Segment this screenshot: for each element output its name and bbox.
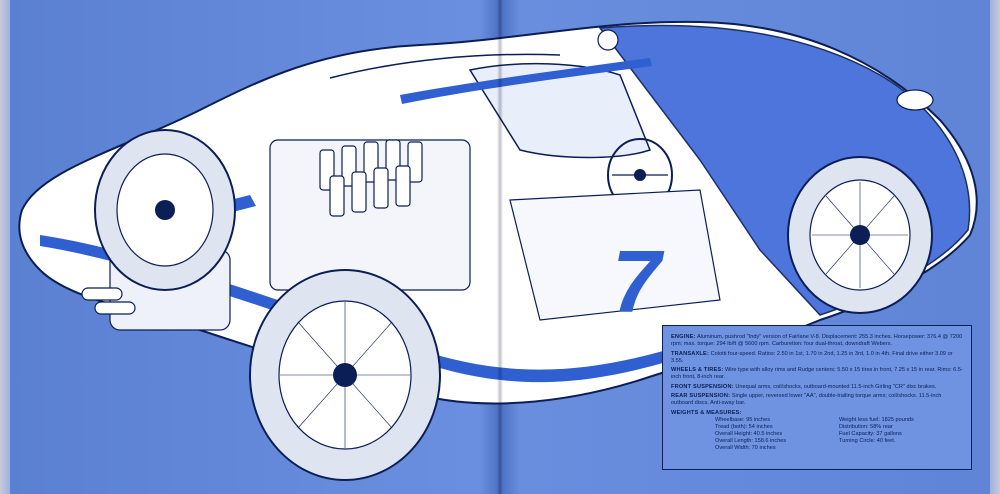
spec-text: Aluminum, pushrod "Indy" version of Fair…	[671, 334, 963, 347]
exhaust-pipes	[81, 287, 136, 315]
measure-left: Overall Width: 70 inches	[715, 444, 776, 451]
spec-text: Colotti four-speed. Ratios: 2.50 in 1st,…	[671, 350, 953, 364]
roof-outline	[329, 53, 561, 79]
measure-right: Weight less fuel: 1825 pounds	[839, 416, 914, 423]
spec-rear-suspension: REAR SUSPENSION: Single upper, reversed …	[671, 393, 963, 407]
spec-heading: WHEELS & TIRES:	[671, 367, 724, 373]
spec-text: Single upper, reversed lower "AA", doubl…	[671, 393, 942, 406]
rear-left-wheel	[94, 129, 236, 291]
spec-text: Wire type with alloy rims and Rudge cent…	[671, 367, 963, 380]
spec-engine: ENGINE: Aluminum, pushrod "Indy" version…	[671, 334, 963, 348]
car-number: 7	[612, 232, 665, 331]
spec-text: Unequal arms, coil/shocks, outboard-moun…	[735, 383, 937, 390]
rear-right-wheel	[249, 269, 441, 481]
left-page-edge	[0, 0, 10, 494]
measure-right: Fuel Capacity: 37 gallons	[839, 430, 902, 437]
spec-heading: REAR SUSPENSION:	[671, 393, 731, 399]
spec-front-suspension: FRONT SUSPENSION: Unequal arms, coil/sho…	[671, 384, 963, 391]
front-right-wheel	[787, 156, 933, 314]
spec-heading: ENGINE:	[671, 334, 696, 340]
door-lettering: FORD	[529, 318, 556, 332]
cockpit-floor	[509, 189, 721, 321]
spec-heading: TRANSAXLE:	[671, 350, 710, 357]
carburetor-stacks	[319, 139, 423, 217]
spec-heading: WEIGHTS & MEASURES:	[671, 409, 742, 416]
measure-left: Wheelbase: 95 inches	[715, 416, 771, 423]
spec-wheels-tires: WHEELS & TIRES: Wire type with alloy rim…	[671, 367, 963, 381]
cockpit-glass	[468, 62, 651, 159]
spec-transaxle: TRANSAXLE: Colotti four-speed. Ratios: 2…	[671, 351, 963, 365]
measure-left: Overall Length: 158.6 inches	[715, 437, 787, 444]
spec-heading: FRONT SUSPENSION:	[671, 383, 734, 390]
spec-weights-measures: WEIGHTS & MEASURES: Wheelbase: 95 inches…	[671, 410, 963, 452]
right-page-edge	[990, 0, 1000, 494]
headlight	[896, 89, 934, 111]
measures-grid: Wheelbase: 95 inches Weight less fuel: 1…	[671, 417, 963, 452]
measure-right: Distribution: 58% rear	[839, 423, 893, 430]
measure-empty	[839, 445, 963, 452]
specifications-box: ENGINE: Aluminum, pushrod "Indy" version…	[662, 325, 972, 470]
measure-right: Turning Circle: 40 feet.	[839, 437, 896, 444]
center-gutter	[497, 0, 503, 494]
fuel-cap	[597, 29, 619, 51]
measure-left: Tread (both): 54 inches	[715, 423, 773, 430]
measure-left: Overall Height: 40.5 inches	[715, 430, 783, 437]
racing-stripe-upper	[400, 58, 652, 104]
